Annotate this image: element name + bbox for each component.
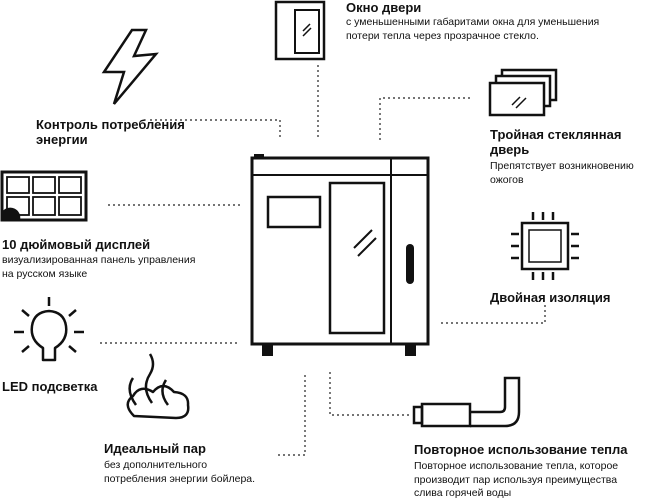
led-light-title: LED подсветка [2,379,98,394]
steam-cloud-icon [126,353,190,420]
display-title: 10 дюймовый дисплей [2,237,151,252]
led-bulb-icon [14,297,84,362]
ideal-steam-desc-2: потребления энергии бойлера. [104,473,256,485]
display-desc-2: на русском языке [2,268,88,280]
double-insulation-title: Двойная изоляция [490,290,611,305]
door-window-desc-1: с уменьшенными габаритами окна для умень… [346,16,600,28]
triple-glass-door-icon [488,68,558,117]
triple-glass-desc-2: ожогов [490,174,524,186]
lightning-bolt-icon [101,28,159,105]
heat-reuse-desc-1: Повторное использование тепла, которое [414,460,619,472]
energy-control-title-2: энергии [36,132,88,147]
combi-oven-illustration [250,154,430,356]
display-panel-icon [0,170,88,222]
heat-reuse-title: Повторное использование тепла [414,442,628,457]
door-window-desc-2: потери тепла через прозрачное стекло. [346,30,539,42]
ideal-steam-desc-1: без дополнительного [104,459,208,471]
heat-reuse-desc-3: слива горячей воды [414,487,512,499]
heat-reuse-pipe-icon [412,376,521,428]
heat-reuse-desc-2: производит пар используя преимущества [414,474,618,486]
ideal-steam-title: Идеальный пар [104,441,206,456]
door-window-title: Окно двери [346,0,422,15]
door-window-icon [274,0,326,61]
triple-glass-desc-1: Препятствует возникновению [490,160,634,172]
triple-glass-title-2: дверь [490,142,530,157]
connector-lines [100,65,546,456]
display-desc-1: визуализированная панель управления [2,254,196,266]
energy-control-title-1: Контроль потребления [36,117,185,132]
double-insulation-icon [511,212,579,280]
triple-glass-title-1: Тройная стеклянная [490,127,622,142]
